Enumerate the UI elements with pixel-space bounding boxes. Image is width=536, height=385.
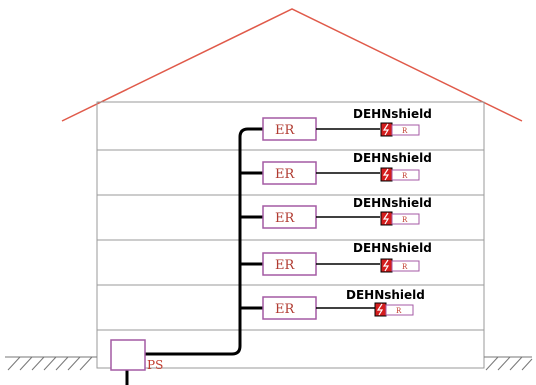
r-marker: R [402, 263, 408, 271]
ground-hatch-left [5, 356, 97, 371]
floor-lines [97, 149, 484, 331]
er-label: ER [275, 258, 295, 273]
dehnshield-label: DEHNshield [353, 107, 432, 121]
er-label: ER [275, 167, 295, 182]
ground-hatch-right [484, 356, 533, 371]
r-box [391, 260, 420, 272]
r-marker: R [402, 172, 408, 180]
building-walls [96, 101, 485, 369]
r-box [391, 169, 420, 181]
dehnshield-label: DEHNshield [346, 288, 425, 302]
r-marker: R [396, 307, 402, 315]
r-box [385, 304, 414, 316]
er-label: ER [275, 123, 295, 138]
r-box [391, 213, 420, 225]
dehnshield-label: DEHNshield [353, 196, 432, 210]
roof [61, 8, 523, 122]
floor-unit-2: ER DEHNshield R [262, 151, 432, 185]
r-marker: R [402, 216, 408, 224]
floor-unit-4: ER DEHNshield R [262, 241, 432, 276]
floor-unit-3: ER DEHNshield R [262, 196, 432, 229]
power-supply: PS [110, 339, 163, 372]
dehnshield-label: DEHNshield [353, 241, 432, 255]
main-cable [125, 127, 263, 385]
r-marker: R [402, 127, 408, 135]
er-label: ER [275, 302, 295, 317]
ps-label: PS [147, 358, 163, 372]
floor-unit-1: ER DEHNshield R [262, 107, 432, 141]
riser-branches [240, 171, 263, 310]
dehnshield-label: DEHNshield [353, 151, 432, 165]
r-box [391, 124, 420, 136]
er-label: ER [275, 211, 295, 226]
floor-unit-5: ER DEHNshield R [262, 288, 425, 320]
